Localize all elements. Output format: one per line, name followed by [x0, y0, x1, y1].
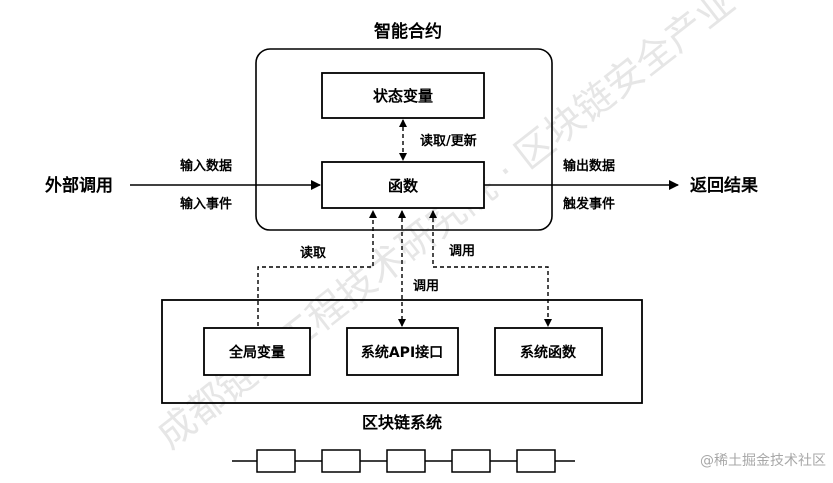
call-api-label: 调用: [413, 279, 439, 294]
system-api-box[interactable]: [346, 327, 459, 376]
chain-block: [516, 449, 556, 473]
smart-contract-title: 智能合约: [374, 21, 442, 42]
return-result-label: 返回结果: [690, 175, 758, 196]
read-update-label: 读取/更新: [420, 133, 477, 149]
chain-block: [386, 449, 426, 473]
global-variable-label: 全局变量: [228, 344, 285, 361]
blockchain-container: [161, 299, 643, 404]
system-function-box[interactable]: [494, 327, 603, 376]
diagonal-watermark: 成都链安工程技术研究院 · 区块链安全产业: [148, 0, 743, 457]
trigger-event-label: 触发事件: [562, 196, 615, 212]
function-label: 函数: [388, 177, 419, 195]
state-variable-box[interactable]: [321, 72, 485, 119]
function-box[interactable]: [321, 161, 485, 209]
system-api-label: 系统API接口: [361, 344, 443, 361]
read-label: 读取: [300, 245, 327, 261]
chain-block: [451, 449, 491, 473]
input-data-label: 输入数据: [180, 158, 232, 174]
output-data-label: 输出数据: [563, 158, 615, 174]
call-func-label: 调用: [449, 244, 475, 259]
external-call-label: 外部调用: [45, 175, 113, 196]
call-func-arrow: [429, 210, 552, 327]
blockchain-title: 区块链系统: [362, 413, 442, 432]
corner-watermark: @稀土掘金技术社区: [700, 453, 826, 469]
input-event-label: 输入事件: [180, 196, 232, 212]
read-global-arrow: [257, 210, 377, 326]
state-variable-label: 状态变量: [373, 87, 433, 105]
system-function-label: 系统函数: [520, 344, 577, 361]
block-chain-strip: [232, 449, 575, 473]
global-variable-box[interactable]: [203, 327, 311, 376]
chain-block: [256, 449, 296, 473]
chain-block: [321, 449, 361, 473]
